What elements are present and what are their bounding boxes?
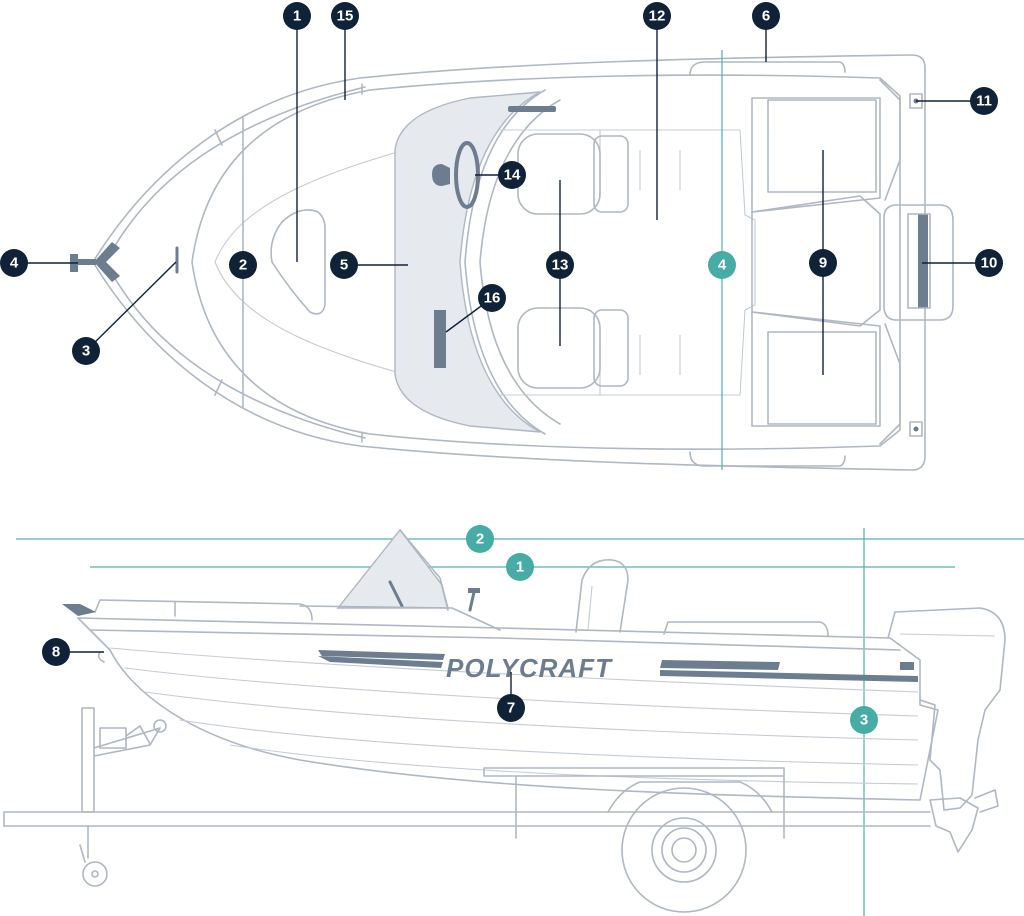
hull-strake bbox=[229, 744, 919, 785]
steering-console bbox=[432, 164, 450, 186]
hull-side bbox=[77, 617, 939, 801]
svg-text:1: 1 bbox=[293, 8, 301, 25]
transom-plate bbox=[918, 214, 928, 308]
bow-rail-upper bbox=[107, 86, 366, 259]
svg-text:11: 11 bbox=[976, 93, 992, 110]
callout-2: 2 bbox=[229, 251, 257, 279]
svg-text:12: 12 bbox=[649, 8, 666, 25]
svg-text:13: 13 bbox=[552, 257, 569, 274]
switch-panel bbox=[434, 310, 446, 368]
bow-eye-stem bbox=[74, 259, 96, 265]
callout-16: 16 bbox=[478, 284, 506, 312]
bow-rail-lower bbox=[107, 265, 366, 439]
svg-text:6: 6 bbox=[762, 8, 770, 25]
svg-text:10: 10 bbox=[981, 255, 998, 272]
boat-top-view bbox=[70, 50, 954, 471]
boat-side-view: POLYCRAFT bbox=[3, 528, 1024, 916]
dimension-badge-4: 4 bbox=[708, 251, 736, 279]
side-seat bbox=[575, 559, 629, 633]
drain-plug-stbd-dot bbox=[913, 426, 919, 432]
bow-fitting bbox=[94, 242, 120, 282]
dimension-badge-2: 2 bbox=[466, 525, 494, 553]
decal-stripe-rear bbox=[660, 660, 918, 682]
svg-text:3: 3 bbox=[860, 712, 868, 729]
svg-text:3: 3 bbox=[82, 343, 90, 360]
rail-post bbox=[214, 379, 223, 396]
svg-text:8: 8 bbox=[52, 644, 60, 661]
callout-11: 11 bbox=[970, 87, 998, 115]
aft-rail-port bbox=[689, 61, 846, 76]
callout-12: 12 bbox=[643, 2, 671, 30]
svg-text:2: 2 bbox=[476, 531, 484, 548]
aft-rail-stbd bbox=[689, 451, 846, 467]
svg-text:7: 7 bbox=[507, 700, 515, 717]
windscreen-wiper bbox=[388, 580, 404, 608]
side-bow-rail bbox=[94, 599, 313, 621]
svg-text:15: 15 bbox=[337, 8, 354, 25]
hull-gunwale bbox=[89, 629, 901, 651]
callout-14: 14 bbox=[498, 161, 526, 189]
callout-8: 8 bbox=[42, 638, 70, 666]
boat-trailer bbox=[3, 707, 931, 887]
side-seat-inner bbox=[587, 585, 593, 631]
svg-text:4: 4 bbox=[718, 257, 727, 274]
propeller bbox=[929, 797, 979, 853]
trailer-wheel bbox=[621, 787, 747, 913]
outboard-cowl-line bbox=[899, 633, 996, 637]
callout-13: 13 bbox=[546, 251, 574, 279]
side-control-top bbox=[468, 588, 480, 593]
svg-text:2: 2 bbox=[239, 257, 247, 274]
bow-roller bbox=[62, 604, 96, 616]
side-aft-rail bbox=[663, 621, 829, 637]
prop-blade bbox=[974, 789, 999, 813]
svg-text:14: 14 bbox=[504, 167, 521, 184]
callout-4: 4 bbox=[0, 249, 28, 277]
cockpit-floor bbox=[500, 129, 756, 396]
decal-stripe-front bbox=[318, 650, 445, 668]
drain-plug-stbd bbox=[909, 421, 923, 437]
svg-text:4: 4 bbox=[10, 255, 19, 272]
callout-9: 9 bbox=[809, 249, 837, 277]
rail-post bbox=[214, 129, 223, 146]
callout-7: 7 bbox=[497, 694, 525, 722]
side-control bbox=[468, 590, 476, 612]
windscreen-top bbox=[394, 91, 541, 433]
anchor-hatch bbox=[270, 209, 326, 315]
dash-deck bbox=[299, 605, 501, 631]
callout-10: 10 bbox=[975, 249, 1003, 277]
hull-strake bbox=[109, 647, 919, 693]
callout-6: 6 bbox=[752, 2, 780, 30]
callout-3: 3 bbox=[72, 337, 100, 365]
passenger-seat bbox=[517, 307, 629, 389]
svg-text:16: 16 bbox=[484, 290, 501, 307]
transom-plate-frame bbox=[907, 213, 931, 309]
dimension-badge-1: 1 bbox=[506, 553, 534, 581]
bow-eye-side bbox=[97, 651, 105, 663]
decal-mark bbox=[900, 662, 914, 670]
svg-text:5: 5 bbox=[340, 257, 348, 274]
callout-15: 15 bbox=[331, 2, 359, 30]
dimension-badge-3: 3 bbox=[850, 706, 878, 734]
windscreen-handle bbox=[508, 106, 556, 112]
windscreen-side-frame bbox=[399, 529, 449, 611]
windscreen-frame-inner bbox=[479, 99, 561, 425]
motor-well bbox=[883, 204, 954, 321]
callout-1: 1 bbox=[283, 2, 311, 30]
outboard-motor bbox=[887, 607, 1006, 811]
brand-logo: POLYCRAFT bbox=[446, 653, 613, 683]
svg-text:1: 1 bbox=[516, 559, 524, 576]
stern-storage bbox=[751, 79, 901, 445]
deck-inner-line bbox=[191, 74, 901, 450]
svg-text:9: 9 bbox=[819, 255, 827, 272]
windscreen-frame bbox=[464, 89, 546, 435]
hull-strake bbox=[144, 691, 919, 741]
helm-seat bbox=[517, 133, 629, 215]
callout-5: 5 bbox=[330, 251, 358, 279]
hull-strake bbox=[179, 719, 919, 766]
hull-strake bbox=[124, 667, 919, 717]
